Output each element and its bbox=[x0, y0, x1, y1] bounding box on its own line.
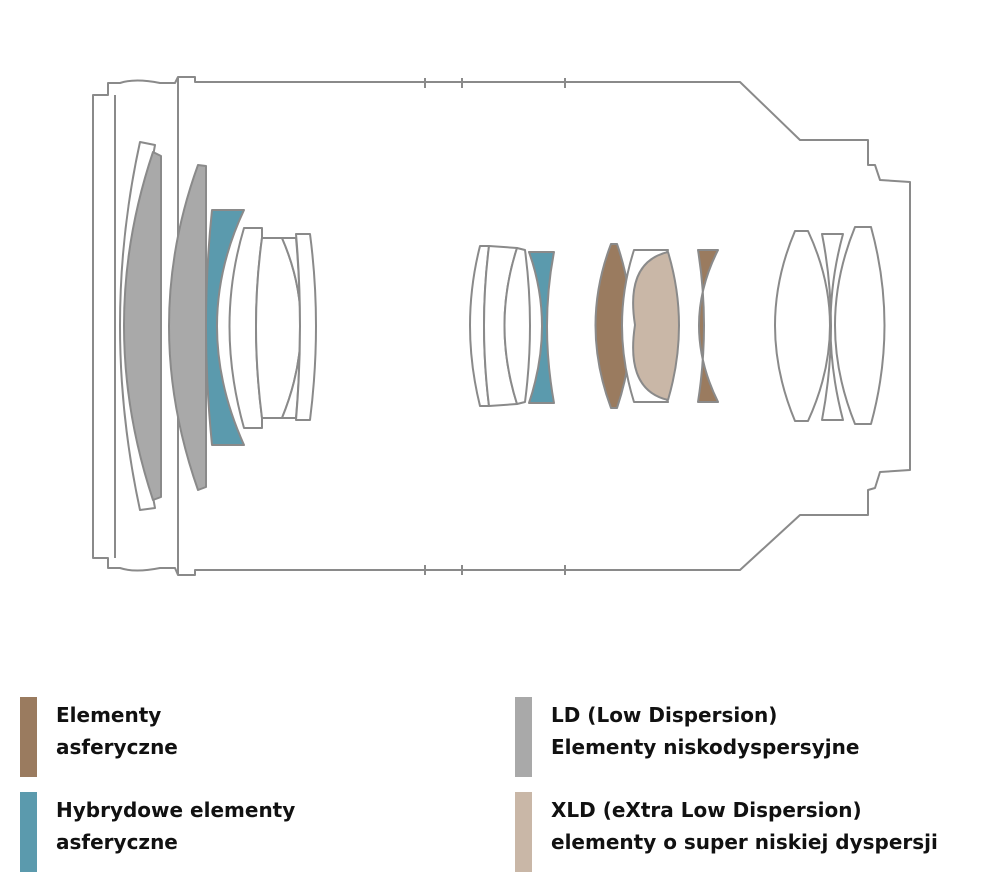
legend-swatch-ld bbox=[515, 697, 532, 777]
lens-barrel-outline bbox=[92, 76, 911, 576]
legend-swatch-xld bbox=[515, 792, 532, 872]
aspherical-element-2 bbox=[697, 249, 719, 403]
legend-hybrid-aspherical: Hybrydowe elementy asferyczne bbox=[20, 792, 295, 872]
legend-aspherical: Elementy asferyczne bbox=[20, 697, 178, 777]
legend-xld: XLD (eXtra Low Dispersion) elementy o su… bbox=[515, 792, 938, 872]
legend-label-aspherical: Elementy asferyczne bbox=[56, 703, 178, 759]
hybrid-aspherical-element-2 bbox=[528, 251, 555, 404]
rear-lens-2 bbox=[821, 233, 844, 421]
rear-lens-1 bbox=[774, 230, 831, 422]
xld-element bbox=[632, 251, 680, 401]
legend-ld: LD (Low Dispersion) Elementy niskodysper… bbox=[515, 697, 859, 777]
mid-lens-3 bbox=[503, 247, 531, 405]
rear-lens-3 bbox=[834, 226, 886, 425]
front-lens-6 bbox=[295, 233, 317, 421]
legend-swatch-aspherical bbox=[20, 697, 37, 777]
legend-label-hybrid-aspherical: Hybrydowe elementy asferyczne bbox=[56, 798, 296, 854]
legend-label-xld: XLD (eXtra Low Dispersion) elementy o su… bbox=[551, 798, 938, 854]
ld-element-2 bbox=[168, 164, 207, 491]
lens-diagram bbox=[92, 76, 911, 576]
hybrid-aspherical-element-1 bbox=[205, 209, 245, 446]
legend-swatch-hybrid-aspherical bbox=[20, 792, 37, 872]
legend-label-ld: LD (Low Dispersion) Elementy niskodysper… bbox=[551, 703, 860, 759]
ld-element-1 bbox=[123, 151, 162, 501]
